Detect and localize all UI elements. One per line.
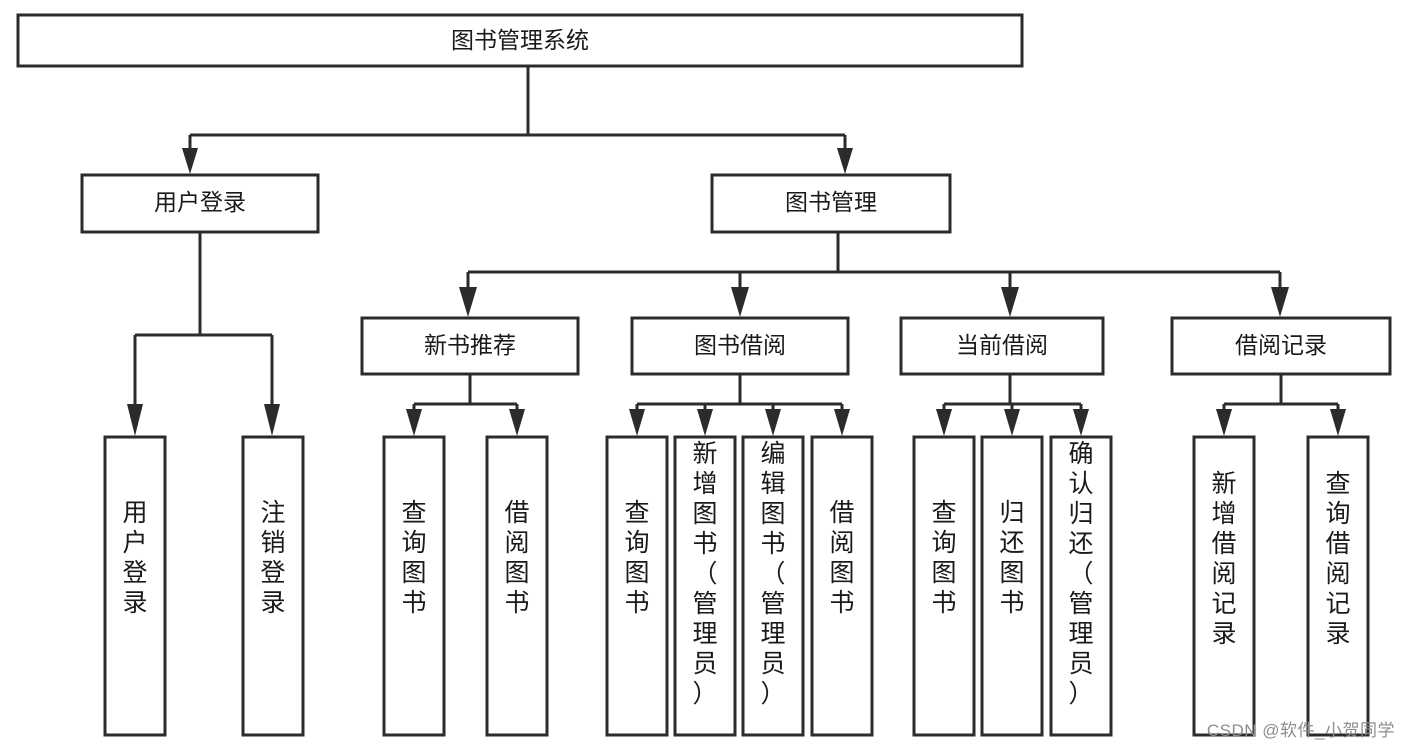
node-leaf-borrow-book-2[interactable]: 借阅图书 bbox=[810, 435, 874, 737]
arrow-to-leaf-user-logout bbox=[264, 404, 280, 436]
node-leaf-borrow-book-1-label: 借阅图书 bbox=[504, 499, 529, 617]
arrow-to-leaf-query-record bbox=[1330, 409, 1346, 436]
node-leaf-add-record-box[interactable] bbox=[1192, 435, 1256, 737]
node-leaf-user-login[interactable]: 用户登录 bbox=[103, 435, 167, 737]
arrow-to-leaf-user-login bbox=[127, 404, 143, 436]
arrow-to-leaf-query-book-1 bbox=[406, 409, 422, 436]
node-leaf-add-book-box[interactable] bbox=[673, 435, 737, 737]
node-new-book-recommend[interactable]: 新书推荐 bbox=[360, 316, 580, 376]
connector-layer bbox=[127, 66, 1346, 436]
arrow-to-leaf-add-book bbox=[697, 409, 713, 436]
arrow-to-leaf-edit-book bbox=[765, 409, 781, 436]
node-leaf-query-book-3[interactable]: 查询图书 bbox=[912, 435, 976, 737]
arrow-to-leaf-query-book-2 bbox=[629, 409, 645, 436]
node-current-borrow-label: 当前借阅 bbox=[956, 332, 1048, 358]
node-user-login-label: 用户登录 bbox=[154, 189, 246, 215]
node-leaf-user-logout-label: 注销登录 bbox=[260, 499, 285, 617]
arrow-root-to-book-manage bbox=[837, 148, 853, 174]
leaf-layer: 用户登录 注销登录 查询图书 借阅图书 查询图书 新增图书（管理员） bbox=[103, 435, 1370, 737]
node-leaf-add-book[interactable]: 新增图书（管理员） bbox=[673, 435, 737, 737]
node-leaf-query-book-2-box[interactable] bbox=[605, 435, 669, 737]
node-borrow-record-label: 借阅记录 bbox=[1235, 332, 1327, 358]
node-leaf-confirm-return[interactable]: 确认归还（管理员） bbox=[1049, 435, 1113, 737]
node-leaf-add-book-label: 新增图书（管理员） bbox=[692, 440, 717, 708]
node-root-box[interactable] bbox=[16, 13, 1024, 68]
csdn-watermark: CSDN @软件_小贺同学 bbox=[1206, 721, 1395, 740]
arrow-to-new-book-recommend bbox=[459, 287, 477, 317]
node-new-book-recommend-box[interactable] bbox=[360, 316, 580, 376]
arrow-to-leaf-borrow-book-2 bbox=[834, 409, 850, 436]
node-new-book-recommend-label: 新书推荐 bbox=[424, 332, 516, 358]
node-book-manage[interactable]: 图书管理 bbox=[710, 173, 952, 234]
node-leaf-return-book[interactable]: 归还图书 bbox=[980, 435, 1044, 737]
node-leaf-borrow-book-1[interactable]: 借阅图书 bbox=[485, 435, 549, 737]
node-leaf-return-book-label: 归还图书 bbox=[999, 499, 1024, 617]
node-leaf-query-book-1[interactable]: 查询图书 bbox=[382, 435, 446, 737]
node-book-borrow-label: 图书借阅 bbox=[694, 332, 786, 358]
node-leaf-edit-book-label: 编辑图书（管理员） bbox=[760, 440, 785, 708]
node-root[interactable]: 图书管理系统 bbox=[16, 13, 1024, 68]
node-leaf-query-record-box[interactable] bbox=[1306, 435, 1370, 737]
node-user-login[interactable]: 用户登录 bbox=[80, 173, 320, 234]
arrow-to-borrow-record bbox=[1271, 287, 1289, 317]
node-current-borrow-box[interactable] bbox=[899, 316, 1105, 376]
node-leaf-query-book-3-box[interactable] bbox=[912, 435, 976, 737]
node-leaf-user-login-box[interactable] bbox=[103, 435, 167, 737]
node-book-borrow[interactable]: 图书借阅 bbox=[630, 316, 850, 376]
arrow-to-leaf-query-book-3 bbox=[936, 409, 952, 436]
node-leaf-return-book-box[interactable] bbox=[980, 435, 1044, 737]
arrow-to-leaf-confirm-return bbox=[1073, 409, 1089, 436]
arrow-to-leaf-borrow-book-1 bbox=[509, 409, 525, 436]
node-leaf-edit-book[interactable]: 编辑图书（管理员） bbox=[741, 435, 805, 737]
node-book-manage-box[interactable] bbox=[710, 173, 952, 234]
node-leaf-confirm-return-box[interactable] bbox=[1049, 435, 1113, 737]
node-leaf-query-book-1-box[interactable] bbox=[382, 435, 446, 737]
node-leaf-query-record-label: 查询借阅记录 bbox=[1325, 470, 1350, 648]
node-leaf-user-login-label: 用户登录 bbox=[122, 499, 147, 617]
node-leaf-borrow-book-2-box[interactable] bbox=[810, 435, 874, 737]
node-leaf-add-record-label: 新增借阅记录 bbox=[1211, 470, 1236, 648]
node-leaf-borrow-book-1-box[interactable] bbox=[485, 435, 549, 737]
node-leaf-borrow-book-2-label: 借阅图书 bbox=[829, 499, 854, 617]
node-current-borrow[interactable]: 当前借阅 bbox=[899, 316, 1105, 376]
arrow-to-leaf-return-book bbox=[1004, 409, 1020, 436]
arrow-root-to-user-login bbox=[182, 148, 198, 174]
node-leaf-confirm-return-label: 确认归还（管理员） bbox=[1068, 440, 1093, 708]
node-book-manage-label: 图书管理 bbox=[785, 189, 877, 215]
node-book-borrow-box[interactable] bbox=[630, 316, 850, 376]
arrow-to-leaf-add-record bbox=[1216, 409, 1232, 436]
node-leaf-user-logout[interactable]: 注销登录 bbox=[241, 435, 305, 737]
node-root-label: 图书管理系统 bbox=[451, 27, 589, 53]
node-leaf-query-book-1-label: 查询图书 bbox=[401, 499, 426, 617]
node-leaf-add-record[interactable]: 新增借阅记录 bbox=[1192, 435, 1256, 737]
node-leaf-query-book-2-label: 查询图书 bbox=[624, 499, 649, 617]
node-user-login-box[interactable] bbox=[80, 173, 320, 234]
node-borrow-record[interactable]: 借阅记录 bbox=[1170, 316, 1392, 376]
node-leaf-query-book-3-label: 查询图书 bbox=[931, 499, 956, 617]
node-leaf-query-book-2[interactable]: 查询图书 bbox=[605, 435, 669, 737]
node-borrow-record-box[interactable] bbox=[1170, 316, 1392, 376]
arrow-to-book-borrow bbox=[731, 287, 749, 317]
node-leaf-edit-book-box[interactable] bbox=[741, 435, 805, 737]
arrow-to-current-borrow bbox=[1001, 287, 1019, 317]
node-leaf-query-record[interactable]: 查询借阅记录 bbox=[1306, 435, 1370, 737]
node-leaf-user-logout-box[interactable] bbox=[241, 435, 305, 737]
